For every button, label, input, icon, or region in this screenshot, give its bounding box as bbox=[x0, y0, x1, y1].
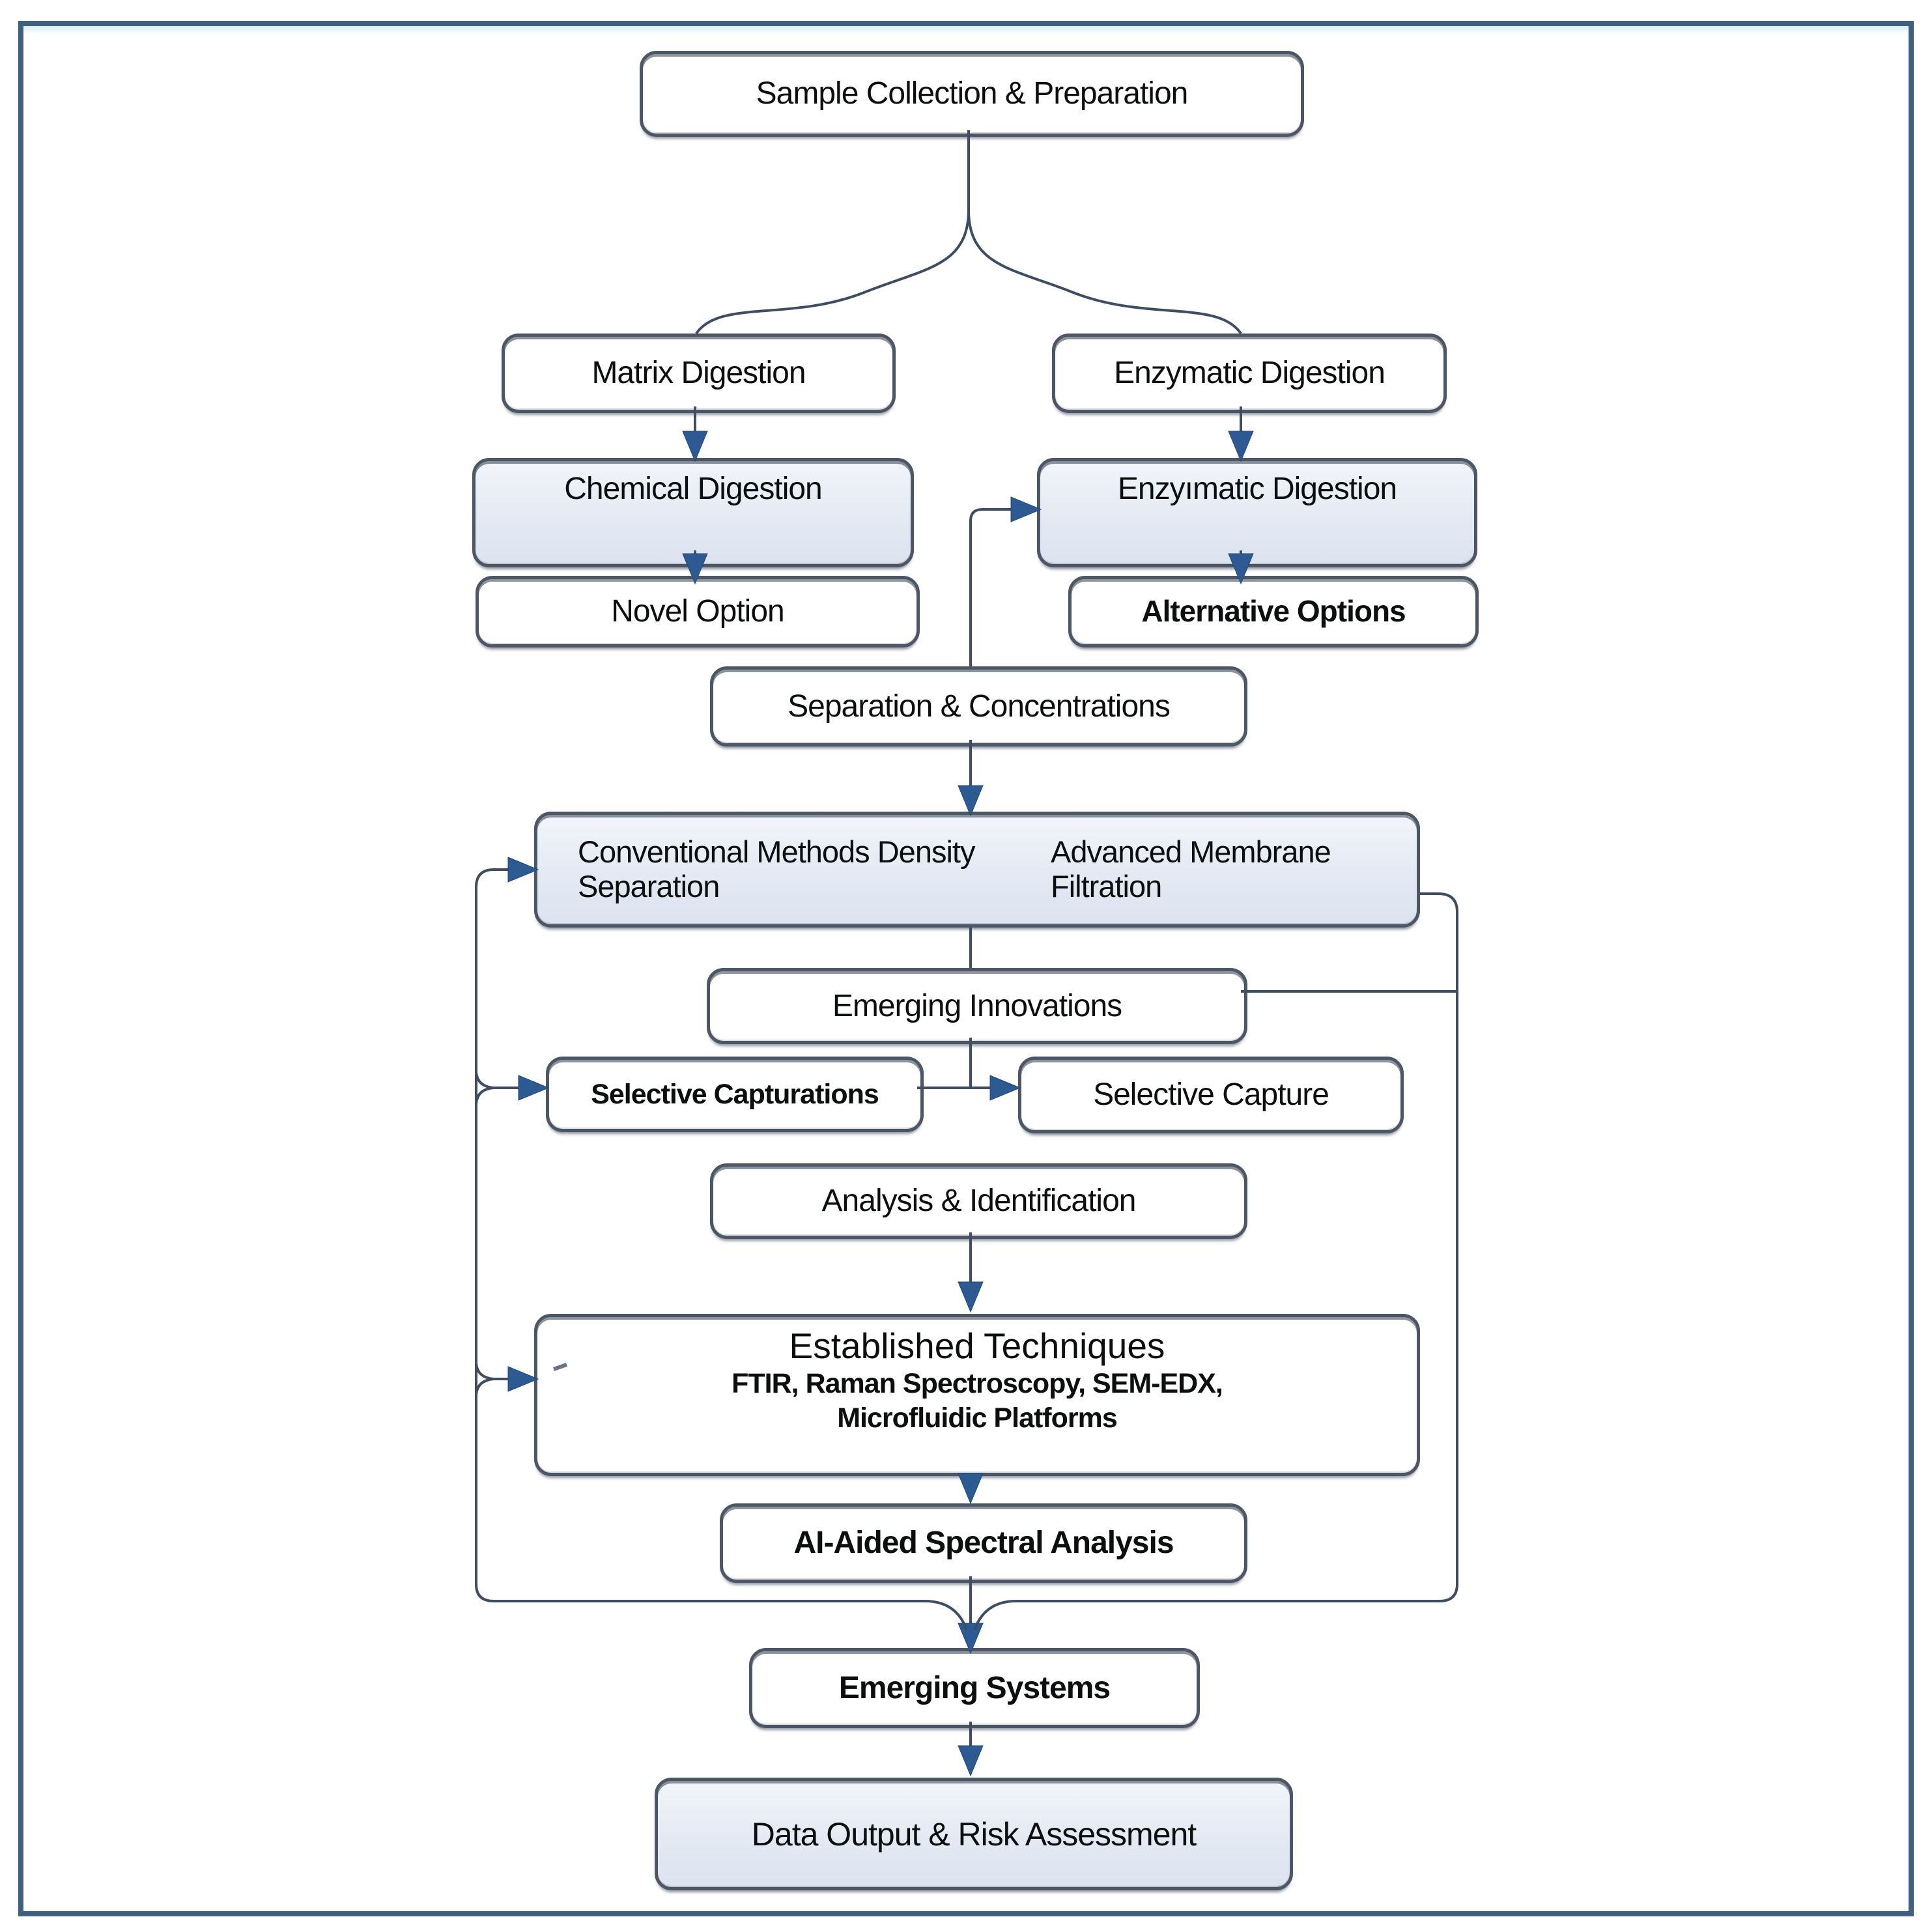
established-techniques-line1: FTIR, Raman Spectroscopy, SEM-EDX, bbox=[732, 1367, 1223, 1399]
node-alternative-options: Alternative Options bbox=[1068, 576, 1479, 647]
conventional-methods-label: Conventional Methods Density Separation bbox=[578, 834, 975, 903]
node-analysis-identification: Analysis & Identification bbox=[710, 1163, 1247, 1239]
node-enzymatic-digestion-top: Enzymatic Digestion bbox=[1052, 334, 1447, 413]
node-novel-option: Novel Option bbox=[476, 576, 920, 647]
node-emerging-systems: Emerging Systems bbox=[749, 1648, 1200, 1728]
node-chemical-digestion: Chemical Digestion bbox=[472, 458, 914, 567]
established-techniques-title: Established Techniques bbox=[789, 1326, 1165, 1366]
node-separation-concentrations: Separation & Concentrations bbox=[710, 666, 1247, 746]
node-matrix-digestion: Matrix Digestion bbox=[502, 334, 896, 413]
node-selective-capturations: Selective Capturations bbox=[546, 1057, 924, 1132]
node-established-techniques: Established Techniques FTIR, Raman Spect… bbox=[534, 1314, 1420, 1476]
node-data-output-risk-assessment: Data Output & Risk Assessment bbox=[655, 1778, 1293, 1890]
node-conventional-advanced-methods: Conventional Methods Density Separation … bbox=[534, 812, 1420, 928]
node-selective-capture: Selective Capture bbox=[1018, 1057, 1404, 1133]
node-sample-collection: Sample Collection & Preparation bbox=[640, 51, 1304, 137]
advanced-membrane-label: Advanced Membrane Filtration bbox=[1051, 834, 1331, 903]
node-ai-aided-spectral-analysis: AI-Aided Spectral Analysis bbox=[720, 1503, 1247, 1583]
node-emerging-innovations: Emerging Innovations bbox=[707, 968, 1247, 1044]
node-enzymatic-digestion-mid: Enzyımatic Digestion bbox=[1037, 458, 1477, 567]
established-techniques-line2: Microfluidic Platforms bbox=[837, 1402, 1118, 1434]
